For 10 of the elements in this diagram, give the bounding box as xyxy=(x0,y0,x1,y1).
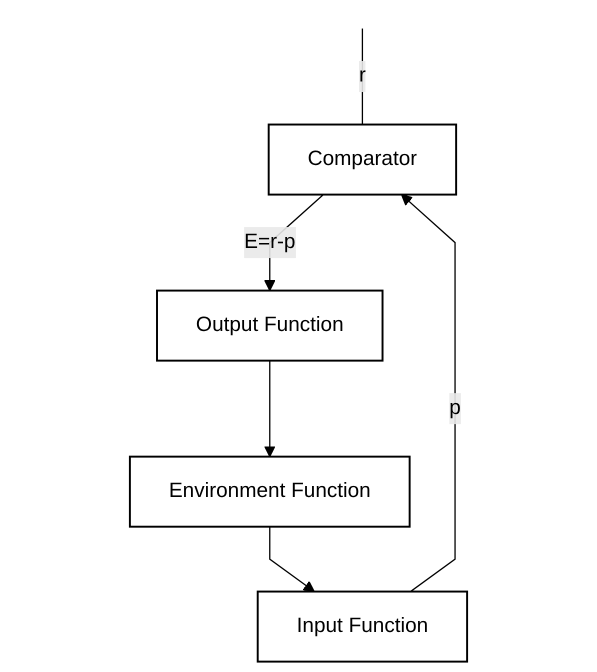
edge-label: E=r-p xyxy=(244,230,296,253)
arrow xyxy=(264,360,276,458)
node-box: Input Function xyxy=(256,590,468,663)
edge-label: p xyxy=(449,396,461,420)
arrow xyxy=(269,526,315,592)
edge-label: r xyxy=(358,64,366,87)
node-box: Comparator xyxy=(268,124,458,196)
node-box: Output Function xyxy=(156,290,384,362)
arrow xyxy=(400,194,456,592)
node-box: Environment Function xyxy=(128,456,411,528)
